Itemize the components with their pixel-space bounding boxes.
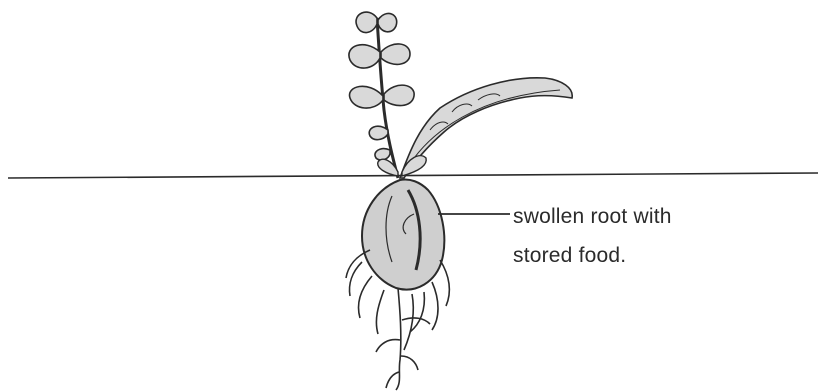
leaf — [381, 44, 410, 64]
leaf — [378, 13, 397, 31]
base-leaves — [378, 156, 426, 176]
root-label-line-2: stored food. — [513, 244, 626, 268]
leaf — [356, 12, 377, 33]
leaf — [375, 149, 390, 160]
leaf — [349, 45, 380, 68]
leaf — [369, 126, 388, 139]
leaf — [384, 85, 414, 105]
root-label-line-1: swollen root with — [513, 205, 672, 229]
leaf — [350, 86, 383, 108]
swollen-root — [362, 179, 444, 289]
ground-line — [8, 173, 818, 178]
